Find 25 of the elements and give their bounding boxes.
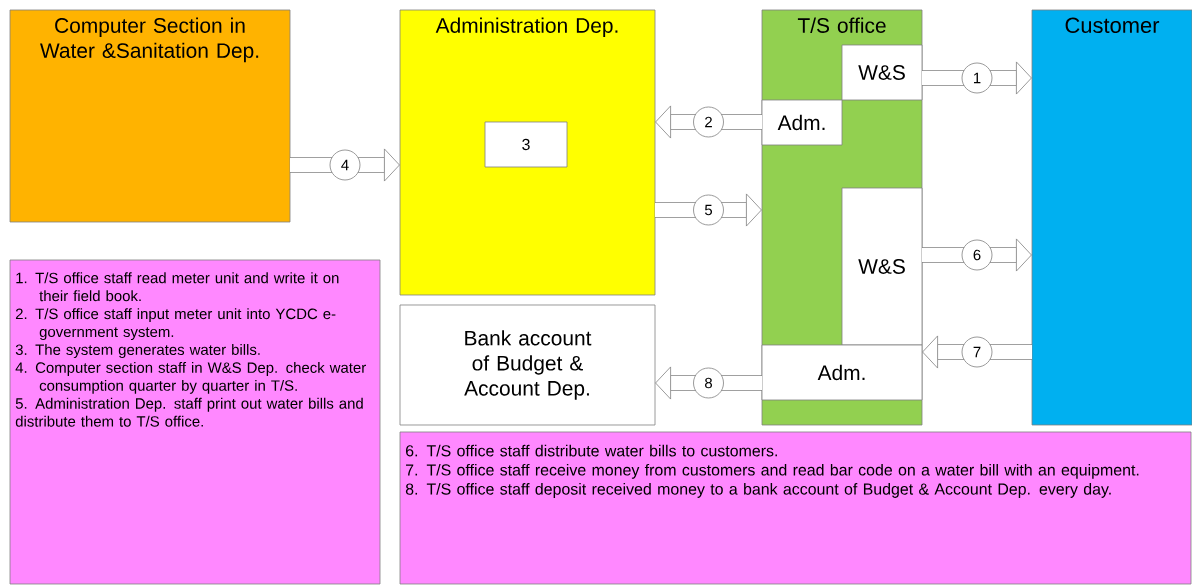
note-item: 1. T/S office staff read meter unit and write it on their field book. bbox=[16, 272, 339, 302]
note-item: 5. Administration Dep. staff print out water bills and distribute them to T/S office. bbox=[15, 397, 363, 427]
note-item: 8. T/S office staff deposit received money to a bank account of Budget & Account Dep. every day. bbox=[405, 483, 1111, 498]
account-box: Bank account of Budget & Account Dep. bbox=[399, 304, 656, 426]
edge-label: 5 bbox=[693, 194, 724, 226]
note-box bbox=[9, 259, 381, 585]
edge-label: 1 bbox=[961, 62, 993, 94]
note-item: 3. The system generates water bills. bbox=[15, 344, 260, 358]
section-box: W&S bbox=[841, 187, 923, 346]
note-item: 4. Computer section staff in W&S Dep. check water consumption quarter by quarter in T/S. bbox=[15, 361, 366, 394]
note-item: 2. T/S office staff input meter unit into YCDC e-government system. bbox=[15, 308, 336, 340]
note-item: 6. T/S office staff distribute water bills to customers. bbox=[406, 444, 777, 457]
edge-label: 7 bbox=[961, 336, 993, 368]
section-box: W&S bbox=[841, 44, 923, 101]
edge-label: 2 bbox=[693, 106, 724, 138]
section-box: Adm. bbox=[761, 99, 843, 146]
department-box: Computer Section in Water &Sanitation Dep. bbox=[9, 9, 291, 223]
customer-box: Customer bbox=[1031, 9, 1192, 426]
note-item: 7. T/S office staff receive money from customers and read bar code on a water bill with an equipment. bbox=[406, 463, 1139, 479]
note-box bbox=[399, 431, 1192, 585]
edge-label: 4 bbox=[329, 149, 361, 181]
edge-label: 8 bbox=[693, 367, 724, 399]
step-box: 3 bbox=[484, 121, 568, 168]
section-box: Adm. bbox=[761, 344, 923, 401]
edge-label: 6 bbox=[961, 239, 993, 271]
